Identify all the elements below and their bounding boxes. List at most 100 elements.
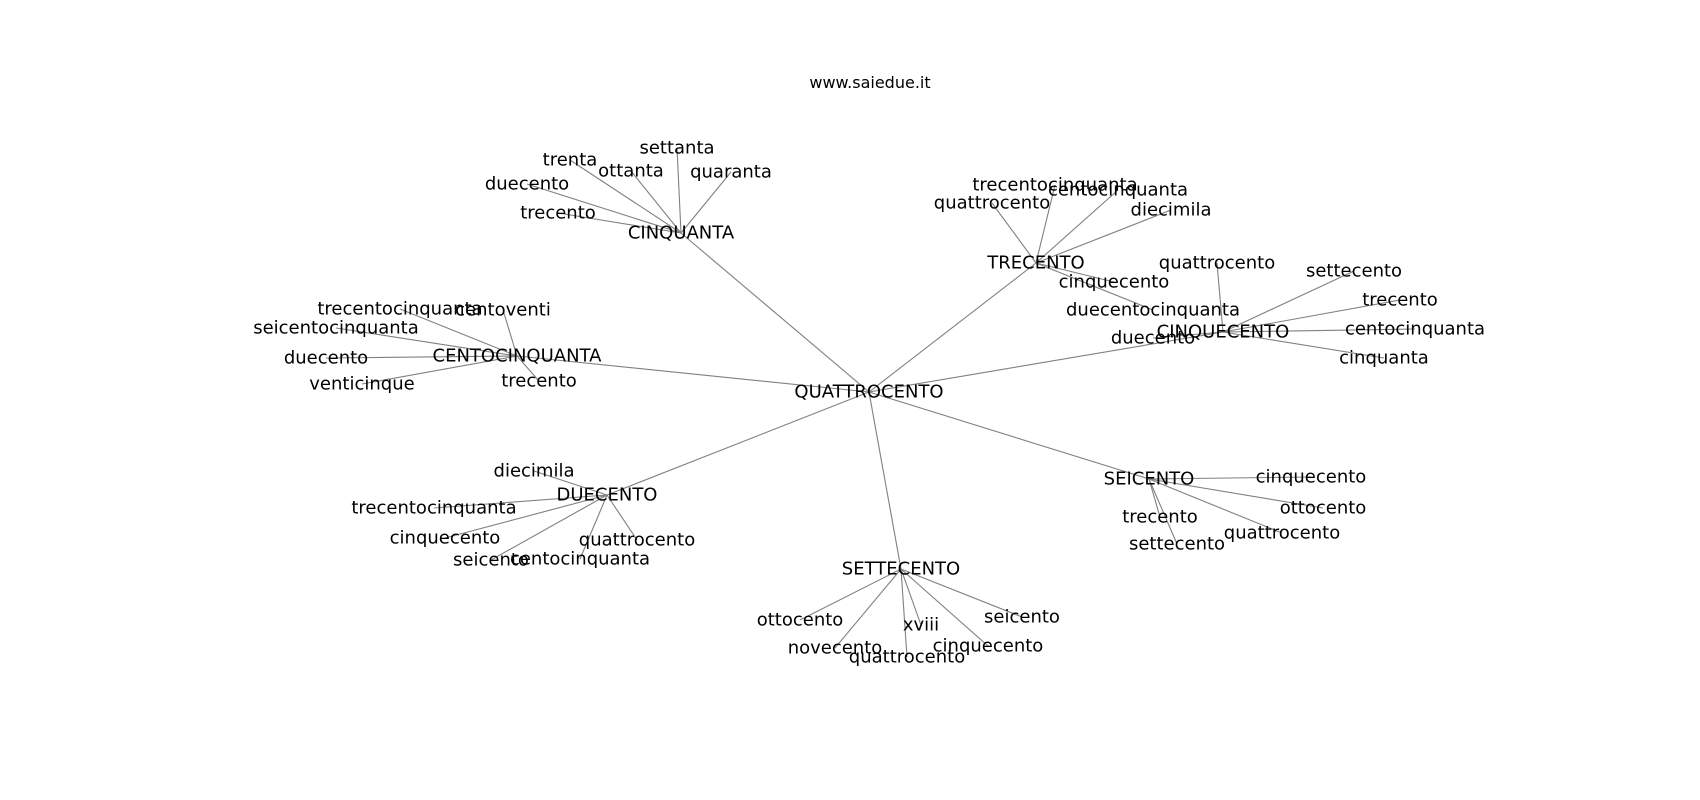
edges-layer	[325, 147, 1416, 658]
edge-hub-leaf	[557, 212, 682, 234]
leaf-node-label: cinquecento	[1059, 272, 1170, 293]
edge-hub-leaf	[569, 159, 682, 234]
leaf-node-label: duecento	[284, 348, 368, 369]
hub-node-label: CENTOCINQUANTA	[433, 346, 603, 367]
leaf-node-label: trecento	[501, 371, 577, 392]
leaf-node-label: trecentocinquanta	[351, 498, 516, 519]
edge-hub-leaf	[1216, 262, 1224, 333]
hub-node-label: CINQUECENTO	[1157, 322, 1290, 343]
edge-center-hub	[868, 331, 1224, 393]
leaf-node-label: centocinquanta	[1345, 319, 1485, 340]
leaf-node-label: duecento	[1111, 328, 1195, 349]
leaf-node-label: trecento	[1362, 290, 1438, 311]
edge-hub-leaf	[900, 568, 989, 647]
leaf-node-label: trecento	[1122, 507, 1198, 528]
edge-hub-leaf	[1035, 189, 1119, 264]
leaf-node-label: trenta	[543, 150, 598, 171]
edge-hub-leaf	[1148, 476, 1312, 480]
edge-hub-leaf	[433, 494, 608, 509]
leaf-node-label: trecentocinquanta	[972, 175, 1137, 196]
leaf-node-label: seicento	[453, 550, 529, 571]
leaf-node-label: settanta	[639, 138, 714, 159]
edge-hub-leaf	[900, 568, 1023, 618]
edge-hub-leaf	[1148, 478, 1178, 545]
edge-hub-leaf	[1035, 262, 1115, 283]
hub-node-label: TRECENTO	[986, 253, 1084, 274]
edge-hub-leaf	[526, 183, 682, 234]
leaf-node-label: quaranta	[690, 162, 772, 183]
leaf-node-label: quattrocento	[849, 647, 965, 668]
edge-hub-leaf	[900, 568, 908, 658]
edge-hub-leaf	[1152, 331, 1224, 339]
leaf-node-label: trecentocinquanta	[317, 299, 482, 320]
labels-layer: QUATTROCENTOCINQUANTAsettantatrentaottan…	[253, 138, 1485, 668]
leaf-node-label: settecento	[1306, 261, 1402, 282]
edge-hub-leaf	[1035, 184, 1056, 264]
leaf-node-label: centoventi	[455, 300, 551, 321]
leaf-node-label: centocinquanta	[510, 549, 650, 570]
leaf-node-label: novecento	[788, 638, 883, 659]
hub-node-label: SETTECENTO	[842, 559, 960, 580]
edge-hub-leaf	[1148, 478, 1161, 518]
leaf-node-label: diecimila	[494, 461, 575, 482]
edge-hub-leaf	[799, 568, 902, 621]
edge-hub-leaf	[444, 494, 608, 539]
edge-hub-leaf	[606, 494, 638, 541]
leaf-node-label: quattrocento	[1224, 523, 1340, 544]
hub-node-label: DUECENTO	[557, 485, 658, 506]
edge-center-hub	[868, 262, 1037, 393]
edge-hub-leaf	[1222, 299, 1401, 333]
edge-center-hub	[868, 391, 1150, 480]
edge-hub-leaf	[1222, 331, 1385, 359]
edge-center-hub	[606, 391, 870, 496]
leaf-node-label: seicentocinquanta	[253, 318, 419, 339]
edge-hub-leaf	[1035, 262, 1154, 311]
leaf-node-label: cinquecento	[390, 528, 501, 549]
edge-hub-leaf	[335, 327, 518, 357]
leaf-node-label: cinquanta	[1339, 348, 1429, 369]
leaf-node-label: ottocento	[757, 610, 844, 631]
edge-hub-leaf	[579, 494, 608, 560]
edge-center-hub	[516, 355, 870, 393]
leaf-node-label: cinquecento	[1256, 467, 1367, 488]
leaf-node-label: quattrocento	[934, 193, 1050, 214]
leaf-node-label: settecento	[1129, 534, 1225, 555]
edge-hub-leaf	[490, 494, 608, 561]
edge-center-hub	[680, 232, 870, 393]
leaf-node-label: ottanta	[598, 161, 664, 182]
leaf-node-label: venticinque	[309, 374, 414, 395]
edge-hub-leaf	[630, 170, 682, 234]
hub-node-label: SEICENTO	[1104, 469, 1195, 490]
edge-hub-leaf	[834, 568, 902, 649]
edge-hub-leaf	[399, 308, 518, 357]
leaf-node-label: duecento	[485, 174, 569, 195]
leaf-node-label: duecentocinquanta	[1066, 300, 1240, 321]
leaf-node-label: diecimila	[1131, 200, 1212, 221]
edge-hub-leaf	[516, 355, 540, 382]
leaf-node-label: seicento	[984, 607, 1060, 628]
leaf-node-label: ottocento	[1280, 498, 1367, 519]
site-watermark: www.saiedue.it	[809, 73, 930, 92]
edge-hub-leaf	[1148, 478, 1324, 509]
leaf-node-label: centocinquanta	[1048, 180, 1188, 201]
edge-hub-leaf	[680, 171, 732, 234]
leaf-node-label: quattrocento	[1159, 253, 1275, 274]
edge-hub-leaf	[1035, 209, 1172, 264]
edge-hub-leaf	[533, 470, 608, 496]
edge-hub-leaf	[900, 568, 922, 626]
edge-hub-leaf	[325, 355, 518, 359]
hub-node-label: CINQUANTA	[628, 223, 735, 244]
edge-center-hub	[868, 391, 902, 570]
leaf-node-label: cinquecento	[933, 636, 1044, 657]
edge-hub-leaf	[1148, 478, 1283, 534]
edge-hub-leaf	[361, 355, 518, 385]
edge-hub-leaf	[1222, 270, 1355, 333]
leaf-node-label: quattrocento	[579, 530, 695, 551]
edge-hub-leaf	[991, 202, 1037, 264]
leaf-node-label: trecento	[520, 203, 596, 224]
edge-hub-leaf	[1222, 328, 1416, 333]
leaf-node-label: xviii	[903, 615, 939, 636]
edge-hub-leaf	[502, 309, 518, 357]
edge-hub-leaf	[676, 147, 682, 234]
